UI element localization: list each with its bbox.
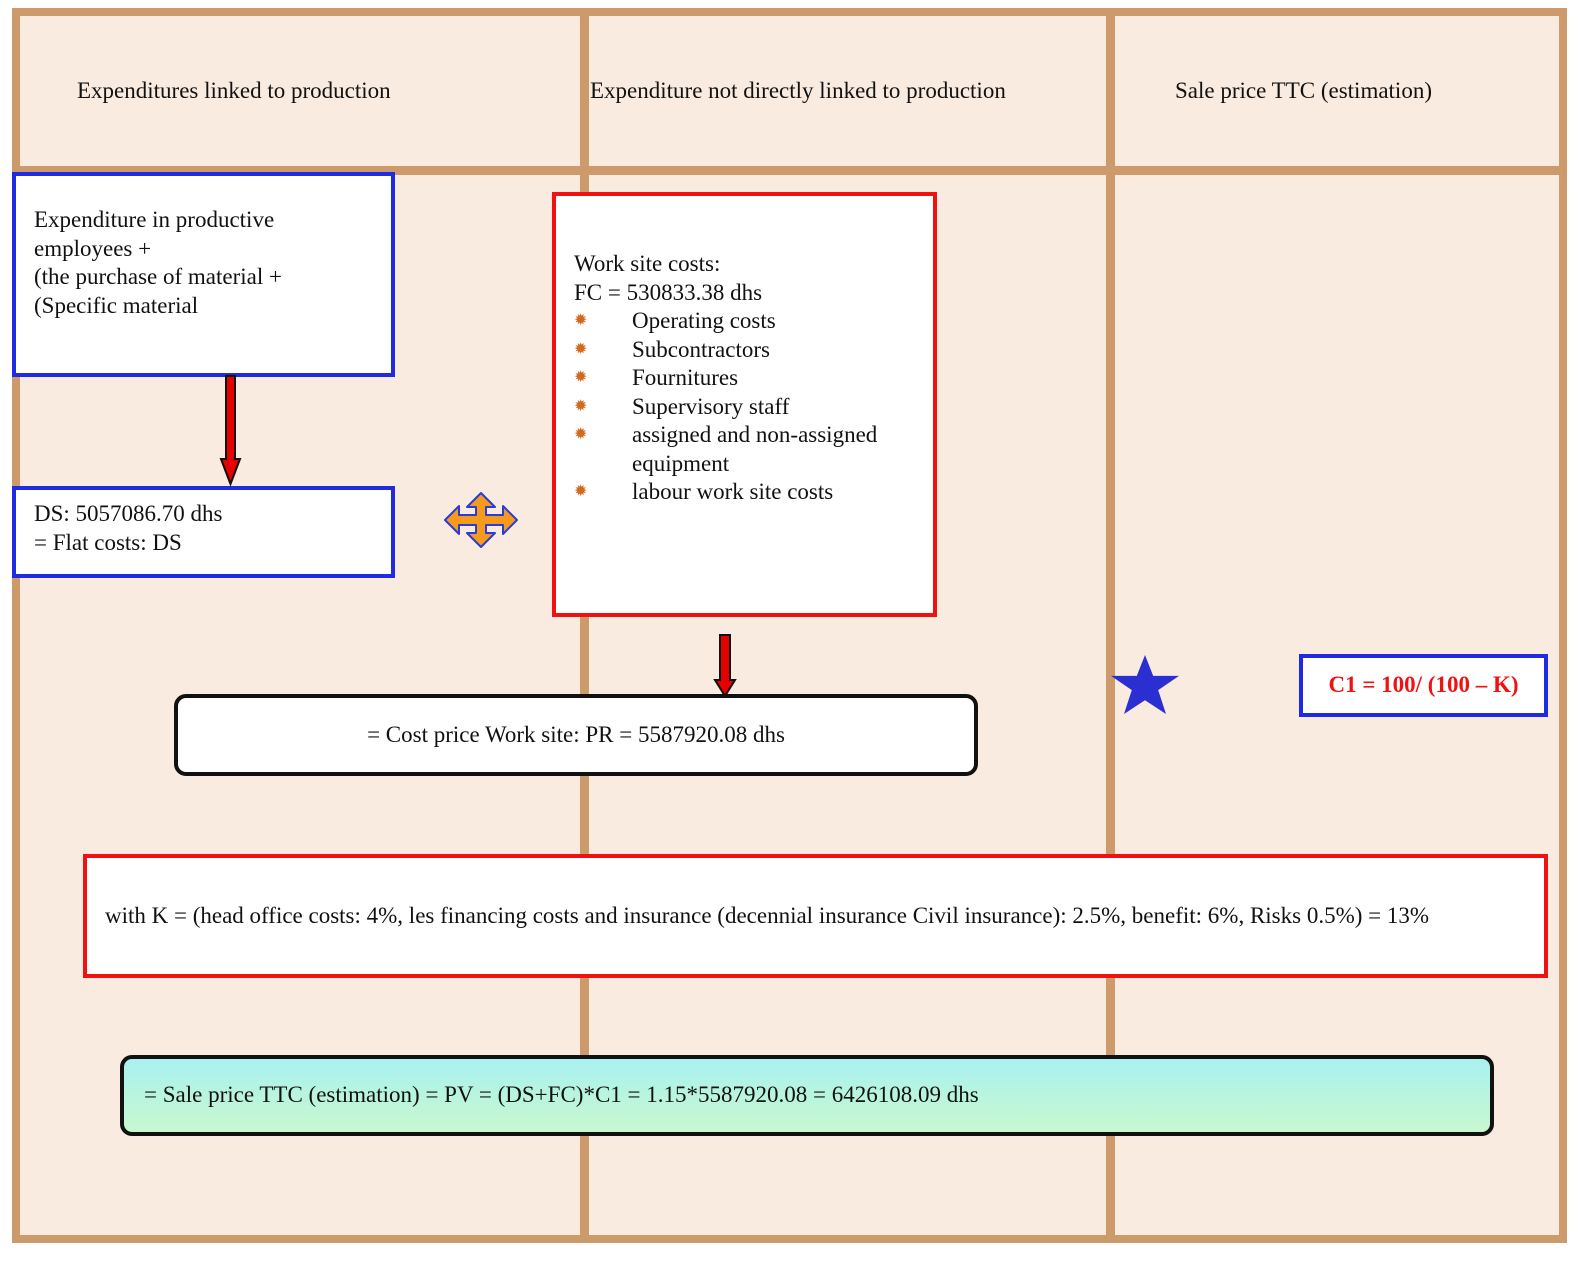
header-divider (12, 166, 1567, 175)
expenditure-line-3: (the purchase of material + (34, 264, 282, 289)
cost-price-text: = Cost price Work site: PR = 5587920.08 … (367, 721, 785, 747)
column-divider-2 (1106, 8, 1115, 1243)
fc-value: FC = 530833.38 dhs (574, 279, 763, 305)
header-expenditure-not-linked: Expenditure not directly linked to produ… (590, 78, 1006, 103)
sale-price-text: = Sale price TTC (estimation) = PV = (DS… (144, 1082, 979, 1108)
bullet-icon: ✹ (574, 369, 588, 386)
list-item-label: Fournitures (632, 365, 739, 390)
expenditure-line-2: employees + (34, 235, 152, 261)
down-arrow-icon (219, 375, 242, 487)
bullet-icon: ✹ (574, 483, 588, 500)
expenditure-line-1: Expenditure in productive (34, 207, 275, 232)
ds-value: DS: 5057086.70 dhs (34, 501, 223, 526)
header-expenditures-linked: Expenditures linked to production (77, 78, 391, 103)
sale-price-box: = Sale price TTC (estimation) = PV = (DS… (120, 1055, 1494, 1136)
k-definition-text: with K = (head office costs: 4%, les fin… (105, 902, 1430, 928)
list-item: ✹ labour work site costs (574, 478, 915, 507)
column-divider-1 (580, 8, 589, 1243)
move-arrows-icon (444, 492, 518, 548)
bullet-icon: ✹ (574, 340, 588, 358)
list-item: ✹ assigned and non-assigned equipment (574, 421, 915, 478)
list-item-label: Subcontractors (632, 336, 770, 362)
list-item-label: assigned and non-assigned equipment (632, 422, 878, 476)
worksite-costs-box: Work site costs: FC = 530833.38 dhs ✹ Ope… (552, 192, 937, 617)
k-definition-box: with K = (head office costs: 4%, les fin… (83, 854, 1548, 978)
worksite-title: Work site costs: (574, 251, 721, 276)
bullet-icon: ✹ (574, 312, 588, 329)
flat-costs-label: = Flat costs: DS (34, 529, 182, 555)
c1-formula-text: C1 = 100/ (100 – K) (1328, 672, 1519, 698)
ds-box: DS: 5057086.70 dhs = Flat costs: DS (12, 486, 395, 578)
c1-formula-box: C1 = 100/ (100 – K) (1299, 654, 1548, 717)
productive-expenditure-box: Expenditure in productive employees + (t… (12, 172, 395, 377)
list-item-label: Operating costs (632, 308, 776, 333)
down-arrow-icon (713, 634, 737, 698)
cost-price-box: = Cost price Work site: PR = 5587920.08 … (174, 694, 978, 776)
star-icon (1111, 655, 1179, 714)
list-item: ✹ Subcontractors (574, 336, 915, 365)
header-sale-price: Sale price TTC (estimation) (1175, 78, 1432, 103)
list-item: ✹ Supervisory staff (574, 393, 915, 422)
list-item-label: labour work site costs (632, 479, 834, 504)
list-item-label: Supervisory staff (632, 393, 790, 419)
expenditure-line-4: (Specific material (34, 292, 199, 318)
list-item: ✹ Operating costs (574, 307, 915, 336)
bullet-icon: ✹ (574, 397, 588, 415)
bullet-icon: ✹ (574, 426, 588, 443)
list-item: ✹ Fournitures (574, 364, 915, 393)
